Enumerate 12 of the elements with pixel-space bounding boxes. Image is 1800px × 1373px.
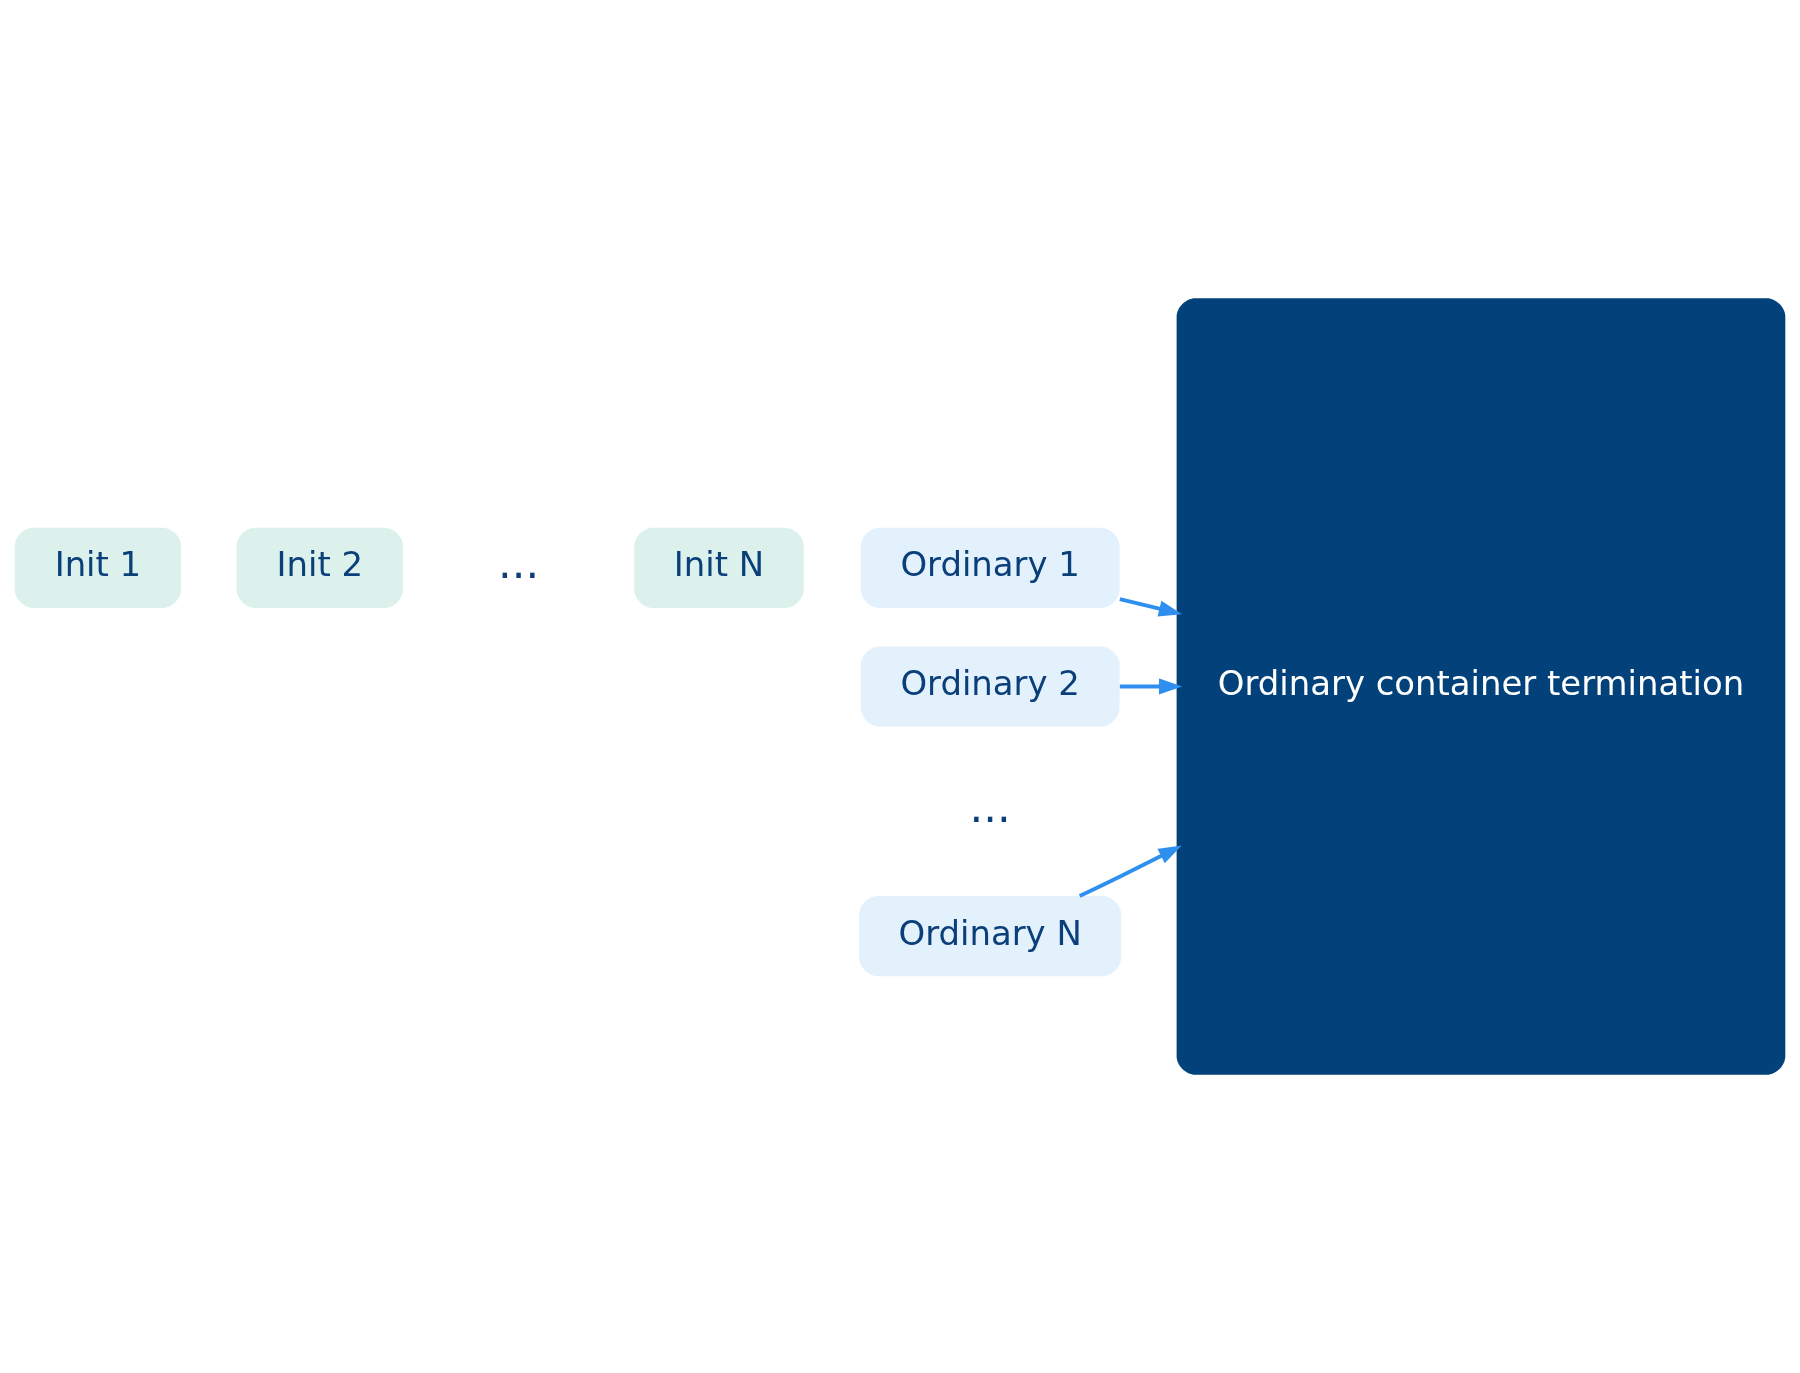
node-box: Ordinary 2 <box>860 646 1120 727</box>
label: ... <box>969 781 1011 832</box>
node-box: Init 1 <box>14 527 182 608</box>
arrow <box>1119 597 1182 617</box>
label: ... <box>498 538 540 589</box>
arrow <box>1119 678 1183 695</box>
node-box: Ordinary 1 <box>860 527 1120 608</box>
node-box: Ordinary container termination <box>1176 298 1786 1075</box>
node-box: Init N <box>634 527 804 608</box>
node-box: Init 2 <box>236 527 403 608</box>
arrow <box>1078 845 1182 898</box>
node-box: Ordinary N <box>859 896 1122 977</box>
